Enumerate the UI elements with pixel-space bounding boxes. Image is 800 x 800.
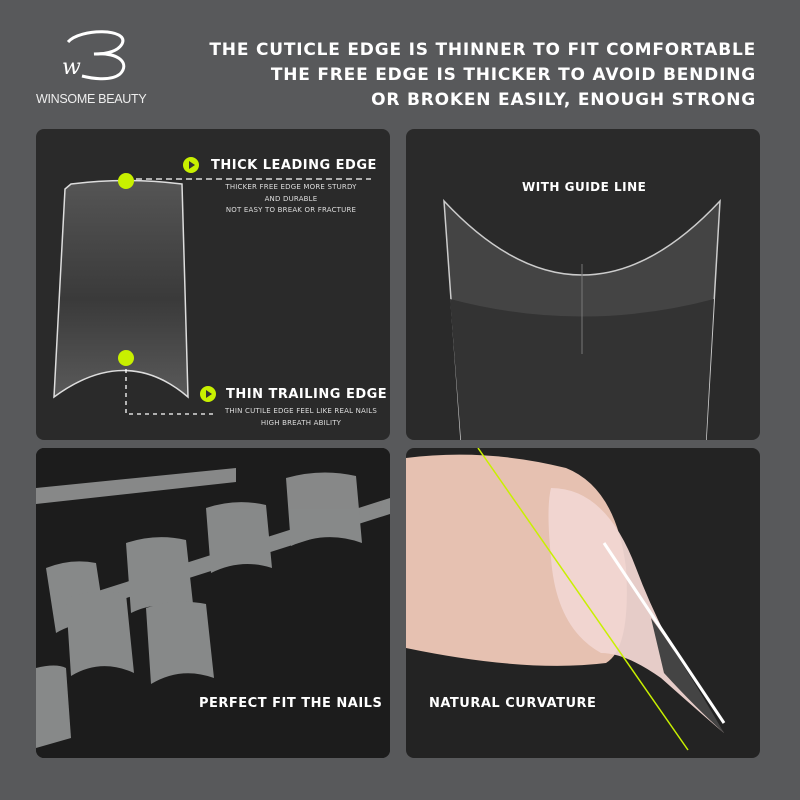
panel-perfect-fit: PERFECT FIT THE NAILS: [36, 448, 390, 758]
panel-curvature: NATURAL CURVATURE: [406, 448, 760, 758]
headline: THE CUTICLE EDGE IS THINNER TO FIT COMFO…: [209, 38, 756, 113]
nail-tip-illustration: [53, 173, 371, 415]
headline-line: THE CUTICLE EDGE IS THINNER TO FIT COMFO…: [209, 40, 756, 60]
arrow-bullet-icon: [200, 386, 216, 402]
trailing-desc: HIGH BREATH ABILITY: [260, 418, 342, 427]
arrow-bullet-icon: [183, 157, 199, 173]
leading-desc: THICKER FREE EDGE MORE STURDY: [225, 183, 357, 191]
headline-line: OR BROKEN EASILY, ENOUGH STRONG: [371, 90, 756, 110]
trailing-desc: THIN CUTILE EDGE FEEL LIKE REAL NAILS: [224, 407, 378, 415]
headline-line: THE FREE EDGE IS THICKER TO AVOID BENDIN…: [270, 65, 756, 85]
trailing-edge-title: THIN TRAILING EDGE: [226, 387, 388, 402]
finger-nail-curvature-photo: [406, 448, 726, 751]
leading-desc: AND DURABLE: [264, 194, 318, 203]
nail-tips-tray-photo: [36, 448, 390, 758]
brand-name: WINSOME BEAUTY: [36, 92, 147, 106]
perfect-fit-title: PERFECT FIT THE NAILS: [199, 696, 383, 711]
guide-line-title: WITH GUIDE LINE: [522, 180, 647, 194]
svg-text:w: w: [62, 55, 81, 80]
panel-guide-line: WITH GUIDE LINE: [406, 129, 760, 440]
leading-edge-title: THICK LEADING EDGE: [211, 158, 377, 173]
leading-desc: NOT EASY TO BREAK OR FRACTURE: [225, 206, 357, 214]
guide-line-nail-illustration: [443, 198, 721, 440]
curvature-title: NATURAL CURVATURE: [429, 696, 597, 711]
brand-logo: w WINSOME BEAUTY: [30, 24, 170, 110]
panel-edges: THICK LEADING EDGE THICKER FREE EDGE MOR…: [36, 129, 390, 440]
monogram-icon: w: [62, 30, 126, 81]
